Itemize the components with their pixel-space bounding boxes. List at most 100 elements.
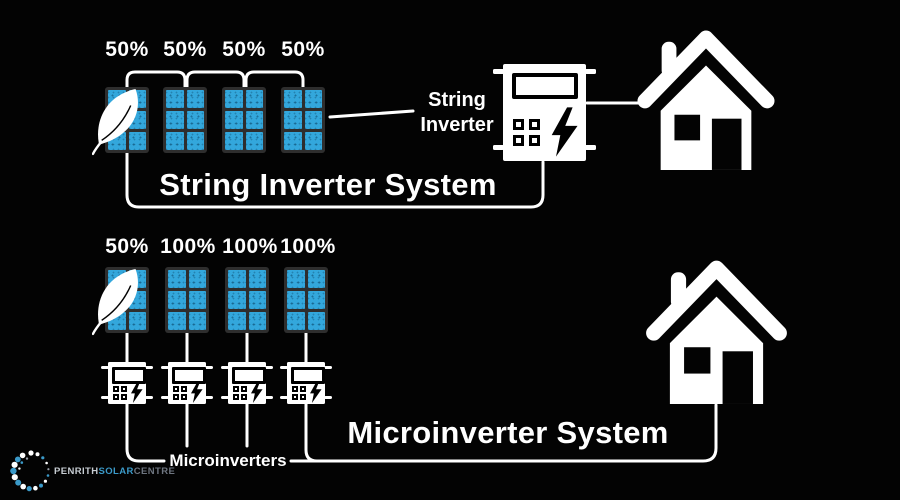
panel-cell <box>166 132 184 150</box>
mount-tab-icon <box>493 145 504 150</box>
mount-tab-icon <box>101 366 109 369</box>
panel-cell <box>307 291 325 309</box>
panel-cell <box>287 270 305 288</box>
mount-tab-icon <box>205 366 213 369</box>
panel-cell <box>186 90 204 108</box>
port-square <box>121 394 127 400</box>
panel-cell <box>245 111 263 129</box>
wire-string-chain-3 <box>244 70 305 89</box>
port-square <box>121 386 127 392</box>
roof <box>637 30 775 109</box>
panel-cell <box>284 132 302 150</box>
port-square <box>181 386 187 392</box>
panel-cell <box>225 90 243 108</box>
window <box>684 347 711 374</box>
panel-cell <box>128 132 146 150</box>
port-square <box>181 394 187 400</box>
string-inverter-label: String Inverter <box>407 88 507 138</box>
port-square <box>173 386 179 392</box>
window <box>674 114 701 141</box>
lightning-bolt-icon <box>131 381 143 403</box>
logo-text-solar: SOLAR <box>98 466 134 477</box>
string-inverter-label-line2: Inverter <box>420 114 494 136</box>
panel-cell <box>188 291 206 309</box>
roof <box>646 260 787 341</box>
logo-wordmark: PENRITHSOLARCENTRE <box>54 466 175 477</box>
port-square <box>292 394 298 400</box>
port-square <box>233 394 239 400</box>
inverter-display <box>112 367 146 384</box>
port-square <box>233 386 239 392</box>
panel-cell <box>248 291 266 309</box>
panel-cell <box>188 312 206 330</box>
mount-tab-icon <box>280 366 288 369</box>
panel-cell <box>168 312 186 330</box>
mount-tab-icon <box>324 396 332 399</box>
panel-cell <box>186 111 204 129</box>
port-square <box>513 119 524 130</box>
microinverters-label: Microinverters <box>169 451 287 470</box>
panel-cell <box>228 312 246 330</box>
inverter-display <box>291 367 325 384</box>
logo-ring-icon <box>10 450 50 492</box>
string-inverter-label-line1: String <box>428 89 486 111</box>
house-icon <box>637 30 775 170</box>
port-square <box>241 386 247 392</box>
microinverter-device <box>101 362 153 404</box>
wire-string-chain-1 <box>125 70 187 89</box>
leaf-icon <box>92 269 138 336</box>
microinverter-device <box>280 362 332 404</box>
panel-cell <box>168 270 186 288</box>
solar-panel <box>165 267 209 333</box>
mount-tab-icon <box>265 396 273 399</box>
wire-micro1-down <box>125 402 166 463</box>
inverter-display <box>512 73 578 99</box>
mount-tab-icon <box>205 396 213 399</box>
panel-cell <box>225 111 243 129</box>
panel-cell <box>248 312 266 330</box>
panel-cell <box>248 270 266 288</box>
mount-tab-icon <box>145 396 153 399</box>
panel-cell <box>225 132 243 150</box>
port-square <box>300 394 306 400</box>
panel-cell <box>245 132 263 150</box>
string-inverter-device <box>493 64 596 161</box>
mount-tab-icon <box>221 396 229 399</box>
solar-panel <box>163 87 207 153</box>
panel-cell <box>307 270 325 288</box>
logo-text-penrith: PENRITH <box>54 466 99 477</box>
panel-cell <box>304 111 322 129</box>
panel-cell <box>166 111 184 129</box>
mount-tab-icon <box>101 396 109 399</box>
wire-string-chain-2 <box>185 70 246 89</box>
string-system-title: String Inverter System <box>159 167 497 202</box>
wire-micro-bus-to-house <box>289 403 718 463</box>
solar-panel <box>281 87 325 153</box>
leaf-icon <box>92 89 138 156</box>
panel-cell <box>166 90 184 108</box>
mount-tab-icon <box>161 396 169 399</box>
panel-cell <box>304 90 322 108</box>
lightning-bolt-icon <box>551 107 578 157</box>
panel-cell <box>228 270 246 288</box>
panel-cell <box>287 312 305 330</box>
panel-cell <box>307 312 325 330</box>
mount-tab-icon <box>493 69 504 74</box>
microinverter-device <box>161 362 213 404</box>
lightning-bolt-icon <box>191 381 203 403</box>
panel-cell <box>186 132 204 150</box>
panel-cell <box>168 291 186 309</box>
string-panel-output-2: 50% <box>163 38 207 61</box>
lightning-bolt-icon <box>251 381 263 403</box>
logo-text-centre: CENTRE <box>133 466 176 477</box>
inverter-display <box>172 367 206 384</box>
solar-panel <box>225 267 269 333</box>
inverter-display <box>232 367 266 384</box>
inverter-port-squares <box>113 386 127 400</box>
port-square <box>300 386 306 392</box>
port-square <box>241 394 247 400</box>
mount-tab-icon <box>585 69 596 74</box>
mount-tab-icon <box>265 366 273 369</box>
